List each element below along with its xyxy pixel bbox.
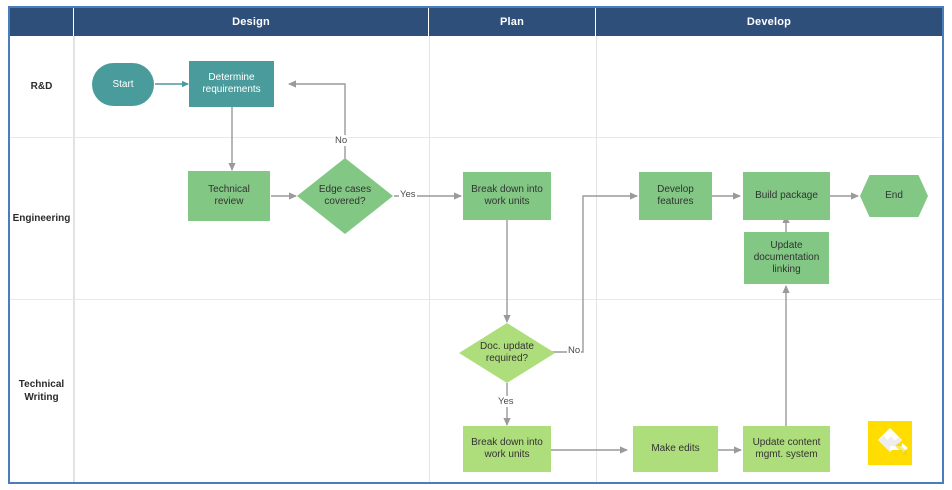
node-determine-requirements[interactable]: Determine requirements [189,61,274,107]
diamond-shape [459,323,555,383]
node-breakdown1-line1: Break down into [471,184,543,195]
node-docupdate-line1: Doc. update [480,341,534,352]
lane-label-line2: Writing [24,392,59,403]
lane-row-rnd: R&D [10,36,942,138]
node-updatecms-line2: mgmt. system [755,449,818,460]
node-break-down-work-units-techwriting[interactable]: Break down into work units [463,426,551,472]
node-edgecases-line1: Edge cases [318,184,372,195]
node-techreview-line2: review [214,196,244,207]
lane-row-technical-writing: Technical Writing [10,300,942,482]
lane-label-technical-writing: Technical Writing [10,300,74,482]
node-develop-line2: features [657,196,694,207]
node-update-documentation-linking[interactable]: Update documentation linking [744,232,829,284]
node-technical-review[interactable]: Technical review [188,171,270,221]
node-breakdown1-line2: work units [484,196,530,207]
node-determine-line1: Determine [208,72,255,83]
edge-label-no-edgecases: No [334,135,349,146]
node-end[interactable]: End [860,175,928,217]
node-techreview-line1: Technical [208,184,250,195]
node-doc-update-required[interactable]: Doc. update required? [459,323,555,383]
logo-glyph [868,421,912,465]
edge-label-no-docupdate: No [567,345,582,356]
node-develop-features[interactable]: Develop features [639,172,712,220]
node-end-label: End [885,190,903,201]
node-edge-cases-covered[interactable]: Edge cases covered? [297,158,393,234]
node-breakdown2-line2: work units [484,449,530,460]
node-build-package[interactable]: Build package [743,172,830,220]
node-determine-line2: requirements [202,84,261,95]
lane-row-engineering: Engineering [10,138,942,300]
phase-header-plan: Plan [429,8,596,36]
node-updatedoc-line3: linking [772,264,801,275]
phase-separator-plan-develop [596,36,597,482]
node-updatedoc-line1: Update [770,240,803,251]
node-edgecases-line2: covered? [324,196,366,207]
node-break-down-work-units-engineering[interactable]: Break down into work units [463,172,551,220]
lane-label-engineering: Engineering [10,138,74,299]
phase-header-develop: Develop [746,16,792,28]
node-updatedoc-line2: documentation [753,252,820,263]
node-updatecms-line1: Update content [752,437,821,448]
edge-label-yes-docupdate: Yes [497,396,515,407]
edge-label-yes-edgecases: Yes [399,189,417,200]
node-update-content-mgmt-system[interactable]: Update content mgmt. system [743,426,830,472]
node-develop-line1: Develop [657,184,694,195]
phase-separator-design-plan [429,36,430,482]
phase-header-row: Design Plan Develop [10,8,942,36]
node-start-label: Start [112,78,134,90]
lucidchart-logo-icon [868,421,912,465]
node-makeedits-label: Make edits [651,443,700,454]
lane-label-rnd: R&D [10,36,74,137]
phase-header-blank [10,8,74,36]
node-buildpkg-label: Build package [755,190,818,201]
node-breakdown2-line1: Break down into [471,437,543,448]
node-make-edits[interactable]: Make edits [633,426,718,472]
diamond-shape [297,158,393,234]
node-docupdate-line2: required? [485,353,529,364]
lane-column-separator [74,36,75,482]
node-start[interactable]: Start [92,63,154,106]
phase-header-design: Design [74,8,429,36]
lane-label-line1: Technical [18,378,65,390]
